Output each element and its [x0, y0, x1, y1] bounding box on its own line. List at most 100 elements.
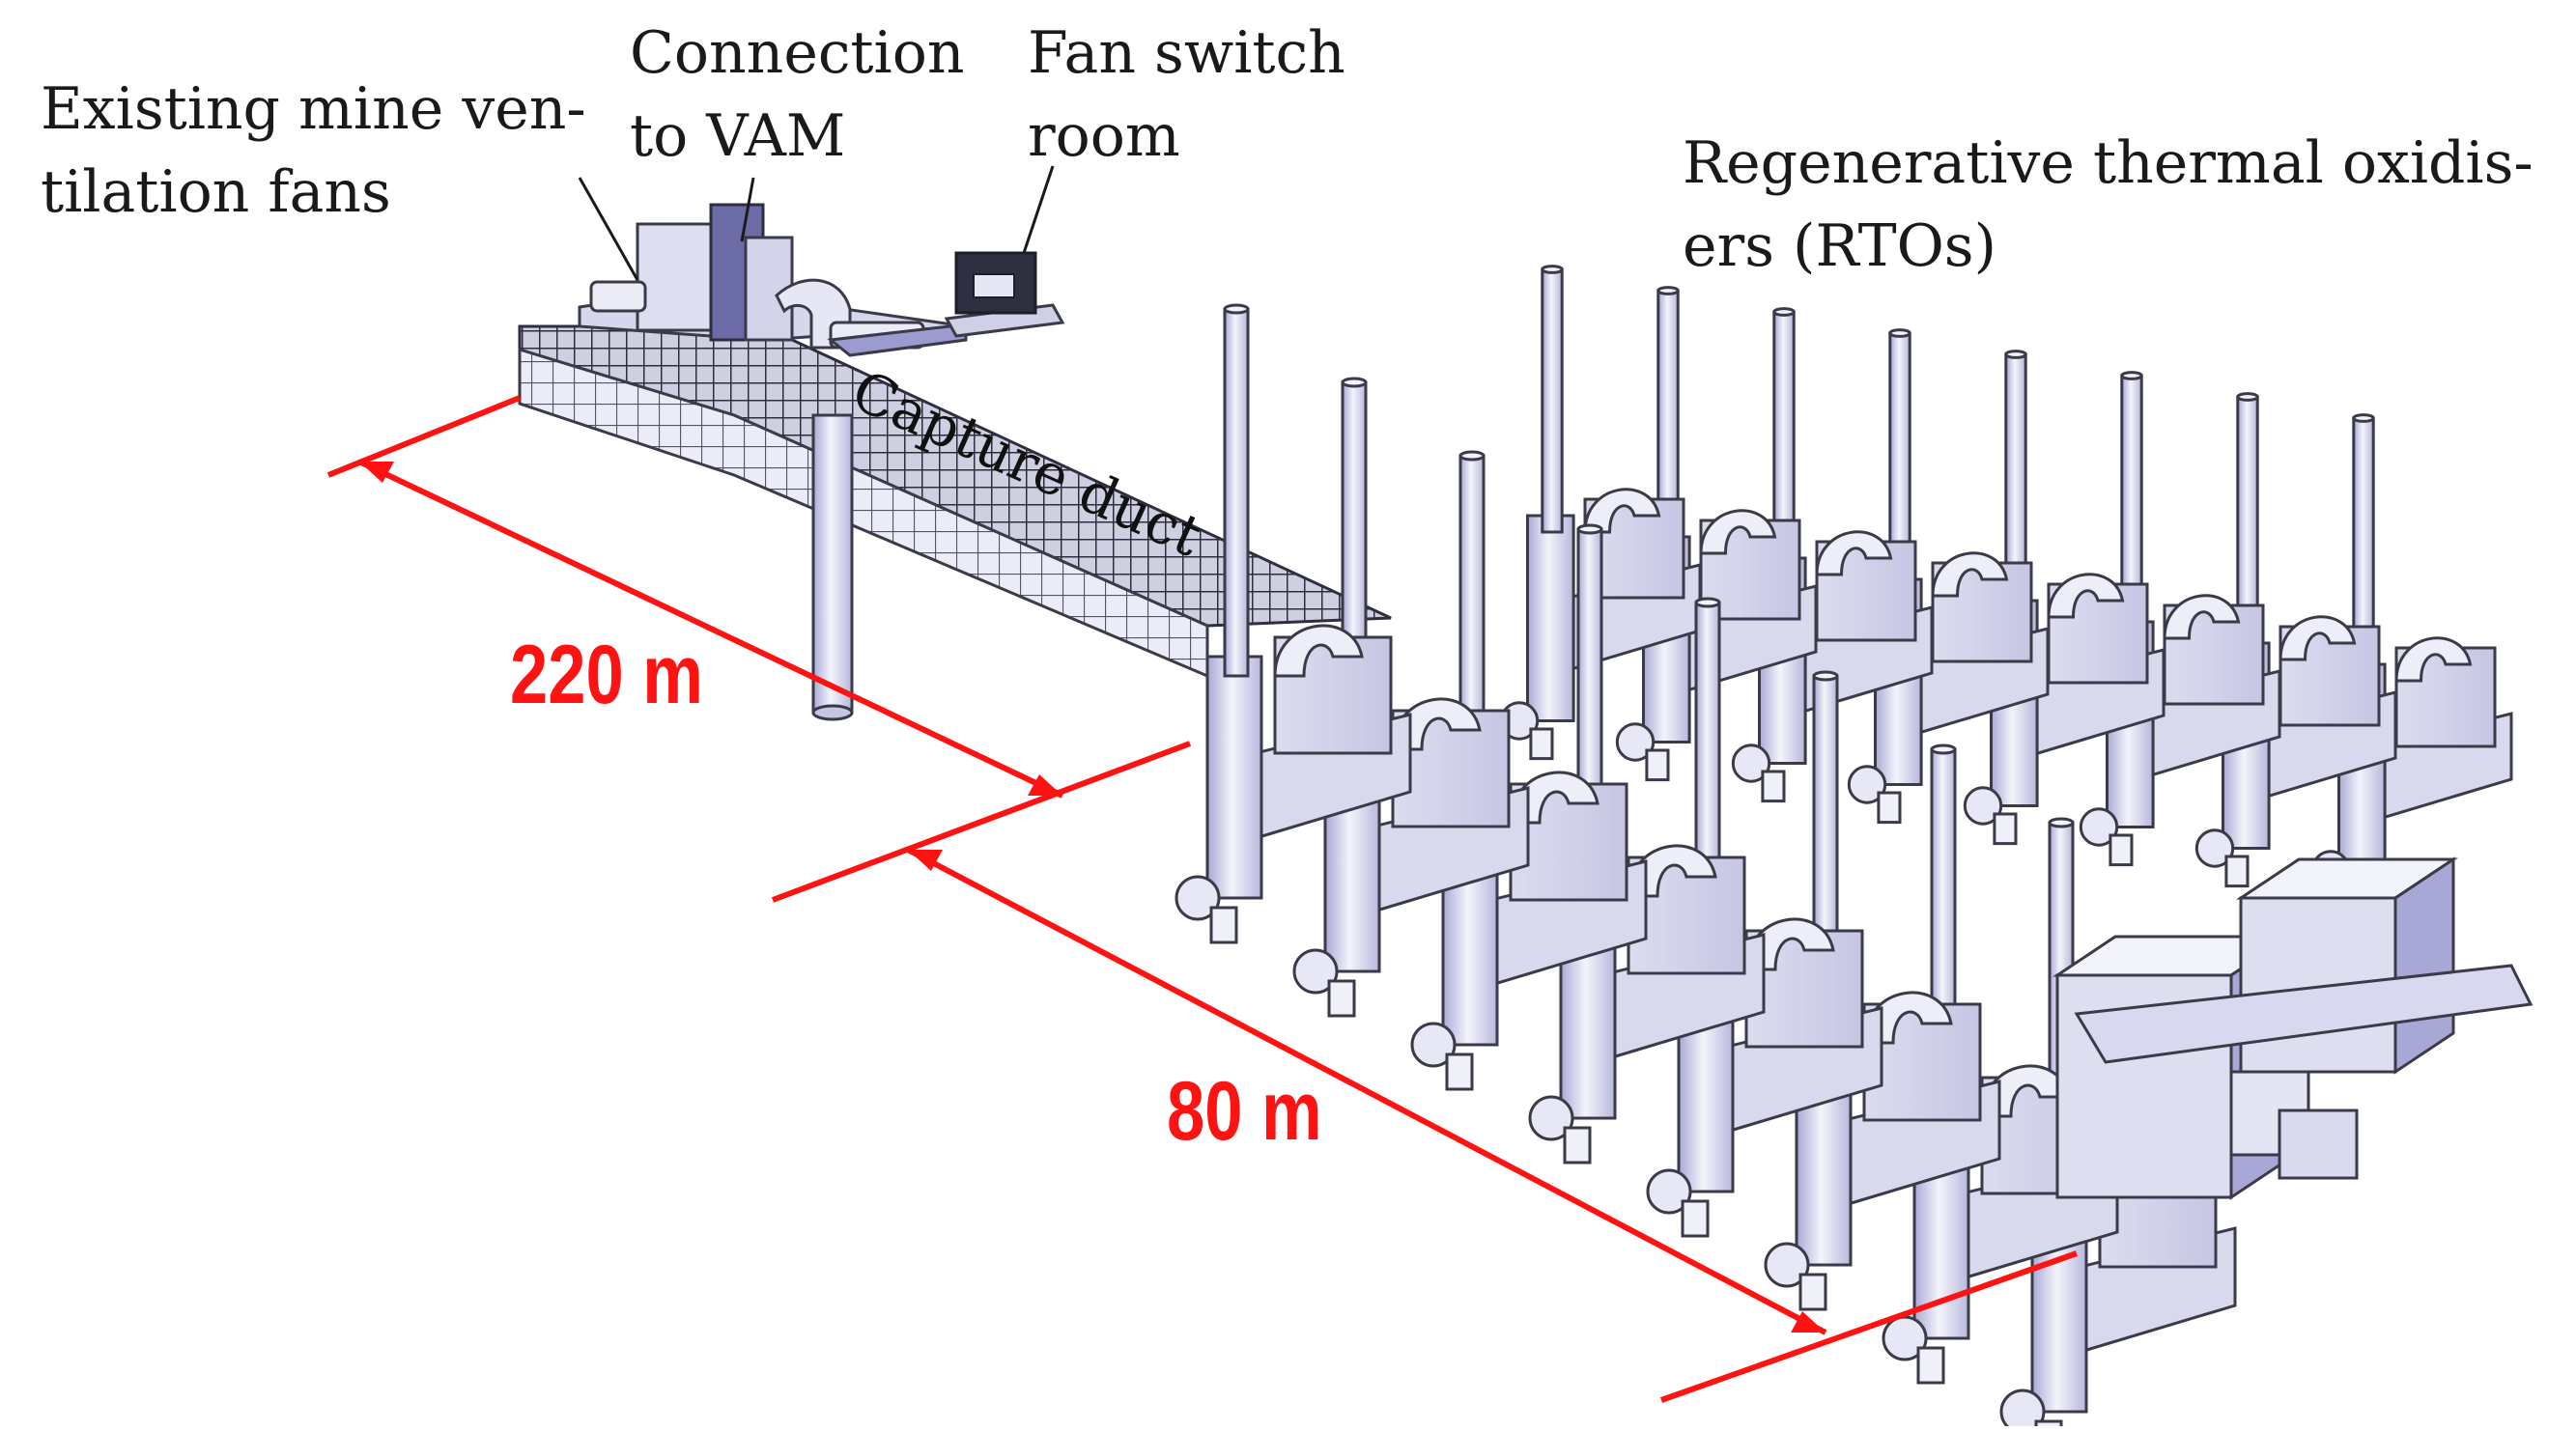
rto-fan-motor [1563, 1126, 1592, 1164]
label-rtos-line2: ers (RTOs) [1683, 212, 1996, 280]
rto-elbow-duct [1744, 917, 1835, 971]
rto-fan-motor [1327, 979, 1356, 1018]
rto-elbow-duct [2163, 594, 2241, 640]
label-fan-switch-room-line2: room [1028, 102, 1180, 170]
rto-inlet-column [1205, 655, 1263, 900]
rto-fan-scroll [2079, 807, 2119, 847]
rto-fan-scroll [1731, 744, 1771, 783]
arrowhead-220m-start [359, 462, 394, 483]
rto-stack-top [2004, 350, 2027, 359]
label-existing-fans-line1: Existing mine ven- [41, 75, 586, 143]
rto-fan-motor [2034, 1419, 2063, 1431]
manifold-blower-box-2 [2278, 1108, 2359, 1180]
rto-unit-front-3 [1410, 450, 1648, 1091]
rto-stack-top [2048, 817, 2075, 828]
rto-fan-scroll [1646, 1168, 1692, 1215]
rto-stack-top [1930, 744, 1957, 755]
rto-fan-motor [1681, 1199, 1710, 1238]
rto-fan-motor [1209, 906, 1238, 944]
leader-connection-vam [740, 177, 755, 242]
rto-fan-scroll [1847, 765, 1887, 804]
label-leaders [578, 165, 1055, 281]
label-rtos-line1: Regenerative thermal oxidis- [1683, 129, 2534, 197]
rto-elbow-duct [1583, 488, 1661, 534]
rto-stack-top [1812, 670, 1839, 682]
rto-elbow-duct [2394, 636, 2473, 683]
rto-stack-top [1223, 303, 1250, 315]
rto-fan-motor [1761, 770, 1786, 803]
rto-stack-top [1656, 286, 1680, 295]
rto-exhaust-stack [1223, 307, 1250, 678]
arrowhead-80m-start [908, 850, 943, 871]
rto-stack-top [1694, 597, 1721, 608]
rto-unit-back-4 [1847, 328, 2050, 825]
rto-stack-top [2120, 371, 2143, 380]
switch-room-window [973, 273, 1015, 298]
box-side [2393, 856, 2455, 1075]
dimension-line-80m [906, 847, 1827, 1335]
rto-fan-motor [1445, 1052, 1474, 1091]
capture-duct-top [518, 324, 1392, 628]
label-dimension-220m: 220 m [510, 629, 703, 721]
rto-elbow-duct [1699, 509, 1777, 555]
label-existing-fans-line2: tilation fans [41, 158, 391, 226]
rto-fan-motor [1529, 727, 1554, 761]
arrowhead-220m-end [1028, 774, 1062, 796]
rto-fan-motor [1877, 791, 1902, 825]
rto-fan-scroll [1175, 875, 1221, 921]
rto-fan-motor [2109, 833, 2134, 867]
rto-fan-scroll [1764, 1242, 1810, 1288]
rto-fan-scroll [1410, 1022, 1457, 1068]
dimension-extension-line-duct-start [326, 395, 522, 478]
rto-unit-front-1 [1175, 303, 1412, 944]
rto-inlet-column [1526, 514, 1575, 722]
label-rtos: Regenerative thermal oxidis- ers (RTOs) [1683, 122, 2534, 288]
rto-unit-back-6 [2079, 371, 2281, 867]
rto-stack-top [1888, 328, 1911, 338]
rto-elbow-duct [2279, 615, 2357, 661]
rto-exhaust-stack [1541, 267, 1564, 534]
rto-elbow-duct [1391, 697, 1482, 751]
rto-fan-scroll [1528, 1095, 1574, 1141]
rto-elbow-duct [1815, 530, 1893, 576]
rto-fan-motor [2224, 855, 2250, 888]
rto-unit-front-4 [1528, 523, 1766, 1164]
rto-stack-top [2352, 413, 2375, 423]
rto-manifold [2074, 964, 2534, 1180]
label-dimension-80m: 80 m [1167, 1065, 1322, 1158]
rto-fan-motor [1645, 748, 1670, 782]
label-connection-vam-line1: Connection [630, 19, 965, 87]
rto-fan-motor [1916, 1346, 1945, 1385]
rto-fan-scroll [1999, 1389, 2046, 1431]
rto-fan-motor [1798, 1273, 1827, 1311]
arrowhead-80m-end [1791, 1311, 1826, 1333]
label-connection-vam-line2: to VAM [630, 102, 846, 170]
rto-stack-top [1541, 265, 1564, 274]
rto-unit-front-2 [1292, 377, 1530, 1018]
duct-support-column [811, 413, 854, 715]
dimension-extension-line-rto-start [771, 741, 1192, 903]
fan-deck [827, 323, 968, 357]
label-fan-switch-room: Fan switch room [1028, 12, 1345, 178]
rto-fan-scroll [1963, 786, 2003, 826]
rto-elbow-duct [1273, 624, 1364, 678]
rto-stack-top [1576, 523, 1603, 535]
rto-fan-scroll [2194, 828, 2235, 868]
leader-existing-fans [578, 177, 639, 281]
rto-stack-top [1458, 450, 1486, 462]
fan-unit-left [589, 280, 647, 313]
label-fan-switch-room-line1: Fan switch [1028, 19, 1345, 87]
label-connection-vam: Connection to VAM [630, 12, 965, 178]
rto-elbow-duct [2047, 573, 2125, 619]
label-existing-fans: Existing mine ven- tilation fans [41, 68, 586, 234]
duct-support-column-base [811, 704, 854, 721]
rto-fan-scroll [1615, 722, 1656, 762]
dimension-extension-line-rto-end [1660, 1250, 2078, 1403]
rto-fan-motor [1993, 812, 2018, 846]
capture-duct [518, 324, 1392, 721]
rto-elbow-duct [1862, 991, 1953, 1045]
rto-elbow-duct [1627, 844, 1717, 898]
rto-array [1175, 265, 2513, 1431]
